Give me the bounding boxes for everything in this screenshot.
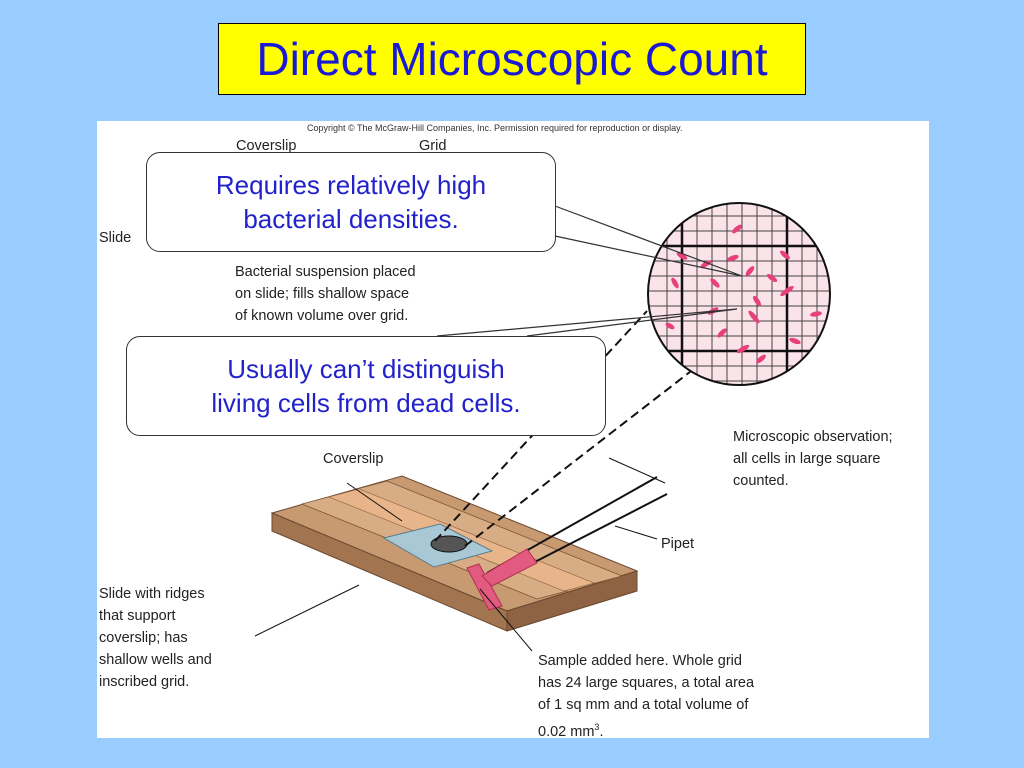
sample-channel: [466, 563, 503, 611]
callout-living-cells: Usually can’t distinguish living cells f…: [126, 336, 606, 436]
slide-title: Direct Microscopic Count: [256, 33, 768, 85]
label-suspension: Bacterial suspension placed on slide; fi…: [235, 264, 416, 324]
label-sample: Sample added here. Whole grid has 24 lar…: [538, 650, 754, 738]
label-sample-text: Sample added here. Whole grid has 24 lar…: [538, 653, 755, 738]
callout-density: Requires relatively high bacterial densi…: [146, 152, 556, 252]
callout-density-text: Requires relatively high bacterial densi…: [215, 170, 487, 234]
label-slide-ridges: Slide with ridges that support coverslip…: [99, 586, 212, 690]
label-sample-period: .: [599, 723, 604, 738]
pipet: [481, 476, 668, 587]
label-microscopic-observation: Microscopic observation; all cells in la…: [733, 429, 893, 489]
copyright-note: Copyright © The McGraw-Hill Companies, I…: [307, 123, 683, 133]
figure-drawing: [254, 202, 831, 652]
title-box: Direct Microscopic Count: [218, 23, 806, 95]
label-grid: Grid: [419, 138, 447, 154]
callout-pointers: [436, 205, 743, 337]
microscope-view: [647, 202, 831, 386]
label-coverslip-bottom: Coverslip: [323, 451, 384, 467]
label-sample-superscript: 3: [594, 722, 600, 732]
label-coverslip-top: Coverslip: [236, 138, 297, 154]
label-slide: Slide: [99, 230, 132, 246]
label-pipet: Pipet: [661, 536, 695, 552]
callout-living-cells-text: Usually can’t distinguish living cells f…: [211, 354, 521, 418]
leader-lines: [254, 457, 666, 652]
